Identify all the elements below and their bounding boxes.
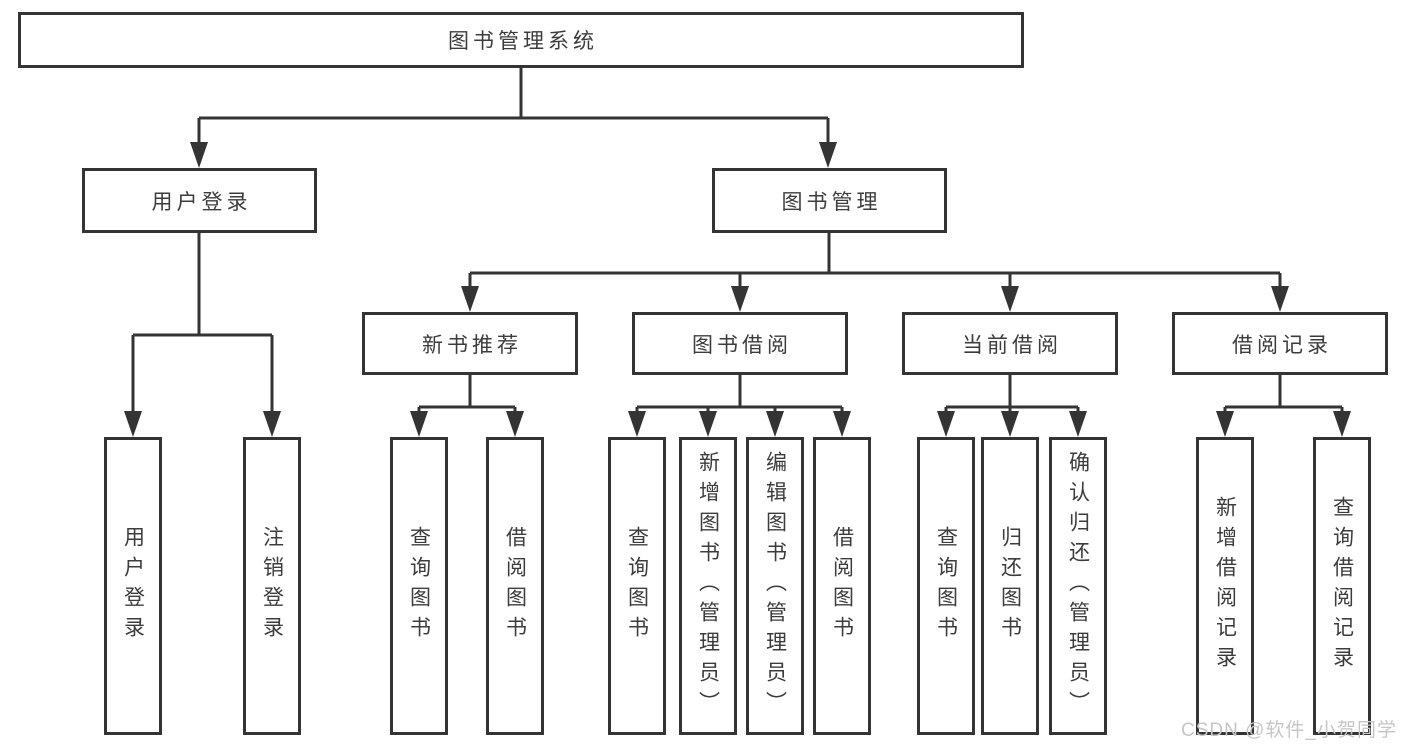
leaf-newbooks-borrow-books: 借阅图书 [486,437,544,735]
node-book-management: 图书管理 [712,168,947,233]
csdn-watermark: CSDN @软件_小贺同学 [1181,720,1397,741]
node-book-borrowing: 图书借阅 [632,312,848,375]
leaf-borrowing-add-books-admin: 新增图书（管理员） [679,437,737,735]
leaf-borrowing-edit-books-admin: 编辑图书（管理员） [746,437,804,735]
leaf-newbooks-query-books: 查询图书 [390,437,448,735]
node-library-system: 图书管理系统 [18,12,1024,68]
leaf-logout-login: 注销登录 [243,437,301,735]
leaf-current-return-books: 归还图书 [981,437,1039,735]
node-user-login: 用户登录 [82,168,317,233]
leaf-current-confirm-return-admin: 确认归还（管理员） [1049,437,1107,735]
leaf-borrowing-query-books: 查询图书 [608,437,666,735]
leaf-borrowing-borrow-books: 借阅图书 [813,437,871,735]
node-current-borrowing: 当前借阅 [902,312,1118,375]
node-borrowing-records: 借阅记录 [1172,312,1388,375]
arrow-down-icons [124,142,1351,437]
leaf-user-login: 用户登录 [104,437,162,735]
leaf-records-query-borrow-record: 查询借阅记录 [1313,437,1371,735]
leaf-current-query-books: 查询图书 [917,437,975,735]
node-new-book-recommend: 新书推荐 [362,312,578,375]
leaf-records-add-borrow-record: 新增借阅记录 [1196,437,1254,735]
